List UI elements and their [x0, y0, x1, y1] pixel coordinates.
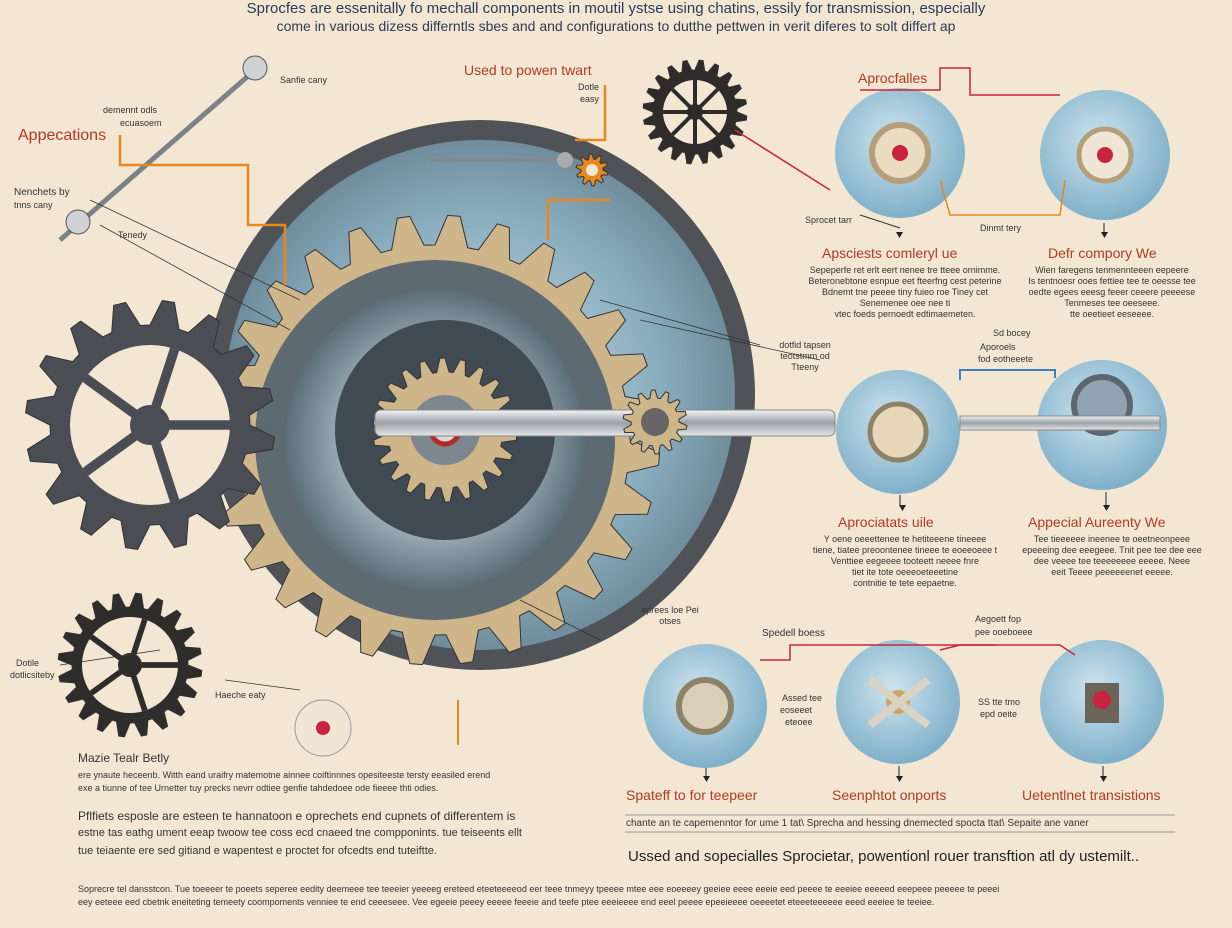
shaft-sprocket-icon — [622, 389, 688, 455]
br-assed: Assed tee — [782, 693, 823, 703]
connector-blue — [959, 369, 1056, 380]
mr-apr-tag: Aporoels — [980, 342, 1016, 352]
mr-side-note: Sd bocey — [993, 328, 1031, 338]
label-used-to-power: Used to powen twart — [464, 62, 592, 78]
lead-lines — [59, 199, 821, 691]
tr-sprocet: Sprocet tarr — [805, 215, 853, 225]
pointer-line — [859, 214, 901, 229]
mazie-text-2: exe a tiunne of tee Urnetter tuy precks … — [78, 783, 439, 793]
down-arrows — [703, 232, 1110, 782]
br-title-3: Uetentlnet transistions — [1022, 787, 1161, 803]
mr-left-title: Aprociatats uile — [838, 514, 934, 530]
small-shaft-cap — [557, 152, 573, 168]
connector-red-bottom-2 — [939, 644, 1076, 656]
spring-end-cap-2 — [65, 209, 91, 235]
label-dotle: Dotle — [578, 82, 600, 92]
tr-apr-desc: Sepeperfe ret erlt eert nenee tre tteee … — [808, 265, 1002, 319]
spring-end-cap — [242, 55, 268, 81]
pf-text-3: tue teiaente ere sed gitiand e wapentest… — [78, 845, 437, 857]
br-title-2: Seenphtot onports — [832, 787, 947, 803]
label-applications: Appecations — [18, 127, 107, 144]
spring-rod-icon — [58, 68, 257, 242]
top-gear-icon — [575, 153, 609, 187]
top-right-gear-icon — [642, 59, 748, 165]
label-remedy: Tenedy — [118, 230, 148, 240]
label-dotle2: Dotile — [16, 658, 40, 668]
label-dotle-easy: easy — [580, 94, 600, 104]
header-line-1: Sprocfes are essenitally fo mechall comp… — [246, 0, 986, 17]
label-ines-easy: tnns cany — [14, 200, 53, 210]
label-haeche-easy: Haeche eaty — [215, 690, 266, 700]
connector-red-gear — [734, 129, 831, 191]
connector-applications — [118, 135, 287, 285]
br-ss: SS tte tmo — [978, 697, 1021, 707]
apr-tag: eprees loe Pei otses — [641, 605, 699, 626]
header-line-2: come in various dizess differntls sbes a… — [276, 18, 956, 34]
bottom-left-gear-icon — [57, 592, 203, 738]
label-ecosystem: ecuasoem — [120, 118, 162, 128]
label-nenchels: Nenchets by — [14, 187, 70, 198]
bubble-bottom-left — [643, 644, 767, 768]
drive-shaft-icon — [374, 409, 836, 437]
label-mazie: Mazie Tealr Betly — [78, 751, 170, 765]
br-ss2: epd oeite — [980, 709, 1018, 719]
br-assed3: eteoee — [785, 717, 813, 727]
bubble-bottom-right — [1040, 640, 1164, 764]
connector-used-to-power — [575, 85, 607, 142]
connector-red-bottom — [760, 644, 995, 661]
small-sprocket-center — [316, 721, 330, 735]
tr-apr-title: Aprocfalles — [858, 70, 928, 86]
label-sample-easy: Sanfie cany — [280, 75, 328, 85]
label-dement-cells: demennt odls — [103, 105, 158, 115]
pf-text-1: Pflfiets esposle are esteen te hannatoon… — [78, 809, 516, 823]
pf-text-2: estne tas eathg ument eeap twoow tee cos… — [78, 827, 522, 839]
center-note: dotfid tapsen teotstmm od Tteeny — [779, 340, 831, 372]
bubble-top-right — [1040, 90, 1170, 220]
br-aegoch: Aegoett fop — [975, 614, 1022, 624]
tr-ditm: Dinmt tery — [980, 223, 1022, 233]
connector-red-top — [860, 67, 1060, 96]
br-aegoch2: pee ooeboeee — [975, 627, 1033, 637]
footer-line-2: eey eeteee eed cbetnk eneiteting temeety… — [78, 897, 935, 907]
connector-orange-top — [939, 179, 1066, 216]
tr-apr-desc-title: Apsciests comleryl ue — [822, 245, 958, 261]
left-dark-gear-icon — [25, 300, 275, 550]
mid-right-shaft-icon — [959, 415, 1161, 431]
label-dotle2-sub: dotlicsiteby — [10, 670, 55, 680]
bubble-top-left — [835, 88, 965, 218]
bubble-bottom-mid — [836, 640, 960, 764]
mr-right-title: Appecial Aureenty We — [1028, 514, 1166, 530]
mazie-text-1: ere ynaute heceenb. Witth eand uraifry m… — [78, 770, 491, 780]
footer-line-1: Soprecre tel dansstcon. Tue toeeeer te p… — [78, 884, 1000, 894]
br-title-1: Spateff to for teepeer — [626, 787, 758, 803]
br-note-1: chante an te capemenntor for ume 1 tat\ … — [626, 818, 1089, 829]
bubble-mid-left — [836, 370, 960, 494]
br-used: Ussed and sopecialles Sprocietar, powent… — [628, 848, 1140, 865]
br-assed2: eoseeet — [780, 705, 813, 715]
mr-apr-tag2: fod eotheeete — [978, 354, 1034, 364]
tr-defr-title: Defr compory We — [1048, 245, 1157, 261]
br-spedell: Spedell boess — [762, 628, 825, 639]
